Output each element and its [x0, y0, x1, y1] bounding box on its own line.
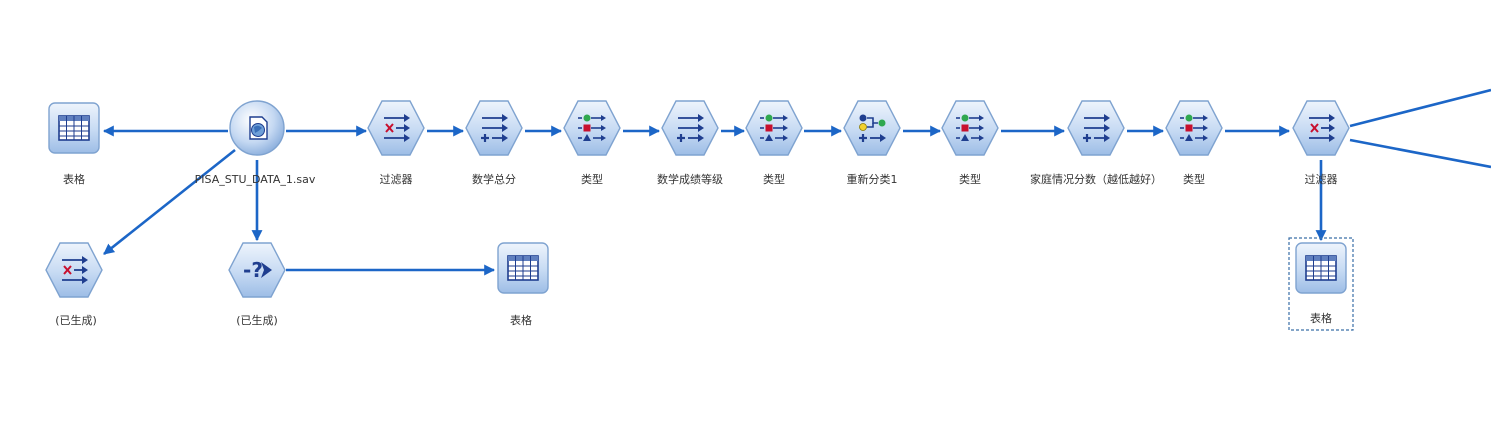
- filter-node-2[interactable]: [1292, 100, 1350, 156]
- derive-node-3-label: 家庭情况分数（越低越好）: [1030, 172, 1162, 186]
- derive-node-1[interactable]: [465, 100, 523, 156]
- derive-node-2[interactable]: [661, 100, 719, 156]
- type-node-2[interactable]: [745, 100, 803, 156]
- type-node-1-label: 类型: [581, 172, 603, 186]
- derive-icon: [675, 112, 706, 144]
- type-node-4-label: 类型: [1183, 172, 1205, 186]
- type-node-4[interactable]: [1165, 100, 1223, 156]
- edges: [102, 88, 1491, 276]
- table-node-mid[interactable]: [497, 242, 549, 294]
- derive-node-1-label: 数学总分: [472, 172, 516, 186]
- table-icon: [1305, 255, 1337, 281]
- derive-icon: [1081, 112, 1112, 144]
- type-node-3[interactable]: [941, 100, 999, 156]
- filter-generated-node[interactable]: [45, 242, 103, 298]
- reclassify-node-label: 重新分类1: [847, 172, 898, 186]
- filter-node-1-label: 过滤器: [380, 173, 413, 186]
- table-node-top[interactable]: [48, 102, 100, 154]
- edge-filter2-offscreen-upper[interactable]: [1349, 88, 1491, 128]
- select-generated-node[interactable]: [228, 242, 286, 298]
- table-icon: [58, 115, 90, 141]
- reclassify-node[interactable]: [843, 100, 901, 156]
- filter-generated-node-label: (已生成): [55, 313, 97, 327]
- table-icon: [507, 255, 539, 281]
- derive-node-2-label: 数学成绩等级: [657, 172, 723, 186]
- edge-source-to-filter-gen[interactable]: [103, 148, 236, 256]
- table-node-selected[interactable]: [1295, 242, 1347, 294]
- table-node-selected-label: 表格: [1310, 311, 1332, 325]
- derive-node-3[interactable]: [1067, 100, 1125, 156]
- source-node[interactable]: [229, 100, 285, 156]
- table-node-mid-label: 表格: [510, 313, 532, 327]
- edge-filter2-offscreen-lower[interactable]: [1349, 138, 1491, 169]
- select-generated-node-label: (已生成): [236, 313, 278, 327]
- derive-icon: [479, 112, 510, 144]
- selection-box: [1288, 237, 1354, 331]
- source-node-label: PISA_STU_DATA_1.sav: [195, 173, 316, 186]
- type-node-3-label: 类型: [959, 172, 981, 186]
- table-node-top-label: 表格: [63, 172, 85, 186]
- type-node-2-label: 类型: [763, 172, 785, 186]
- statistics-file-icon: [249, 116, 268, 140]
- filter-node-2-label: 过滤器: [1305, 173, 1338, 186]
- type-node-1[interactable]: [563, 100, 621, 156]
- filter-node-1[interactable]: [367, 100, 425, 156]
